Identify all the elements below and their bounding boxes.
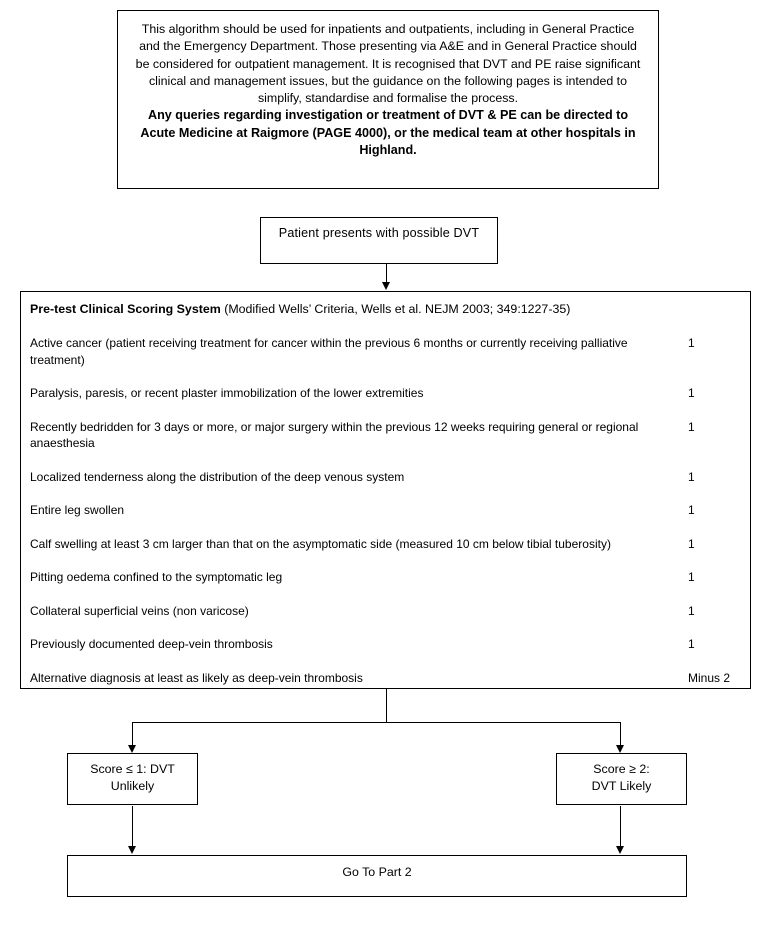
wells-score-header-citation: (Modified Wells’ Criteria, Wells et al. … (220, 302, 571, 316)
decision-right-line1: Score ≥ 2: (593, 762, 650, 776)
intro-paragraph-2: Any queries regarding investigation or t… (140, 108, 636, 158)
criteria-points: 1 (688, 469, 695, 484)
criteria-points: 1 (688, 503, 695, 517)
criteria-row: Pitting oedema confined to the symptomat… (21, 569, 750, 586)
criteria-label: Localized tenderness along the distribut… (30, 469, 405, 484)
criteria-row: Paralysis, paresis, or recent plaster im… (21, 385, 750, 402)
criteria-label: Collateral superficial veins (non varico… (30, 603, 249, 618)
decision-right-text: Score ≥ 2: DVT Likely (557, 754, 686, 795)
criteria-row: Alternative diagnosis at least as likely… (21, 670, 750, 687)
criteria-label: Active cancer (patient receiving treatme… (30, 336, 628, 367)
goto-part2-label: Go To Part 2 (342, 865, 412, 879)
connector-scoring-stem (386, 689, 387, 723)
criteria-label: Pitting oedema confined to the symptomat… (30, 570, 283, 584)
decision-box-dvt-unlikely: Score ≤ 1: DVT Unlikely (67, 753, 198, 805)
decision-left-line2: Unlikely (110, 779, 155, 793)
criteria-row: Entire leg swollen 1 (21, 502, 750, 519)
decision-box-dvt-likely: Score ≥ 2: DVT Likely (556, 753, 687, 805)
connector-split-horizontal (132, 722, 621, 723)
criteria-row: Calf swelling at least 3 cm larger than … (21, 536, 750, 553)
connector-left-to-goto (132, 806, 133, 847)
decision-left-line1: Score ≤ 1: DVT (90, 762, 175, 776)
criteria-points: 1 (688, 570, 695, 584)
connector-patient-to-scoring (386, 264, 387, 283)
criteria-row: Recently bedridden for 3 days or more, o… (21, 419, 750, 452)
arrowhead-left-into-goto (128, 846, 136, 854)
criteria-label: Alternative diagnosis at least as likely… (30, 670, 363, 685)
decision-right-line2: DVT Likely (591, 779, 652, 793)
criteria-label: Paralysis, paresis, or recent plaster im… (30, 386, 424, 400)
criteria-row: Active cancer (patient receiving treatme… (21, 335, 750, 368)
goto-part2-box[interactable]: Go To Part 2 (67, 855, 687, 897)
decision-left-text: Score ≤ 1: DVT Unlikely (68, 754, 197, 795)
criteria-points: 1 (688, 637, 695, 651)
arrowhead-into-scoring (382, 282, 390, 290)
patient-presents-label: Patient presents with possible DVT (278, 226, 480, 240)
wells-score-box: Pre-test Clinical Scoring System (Modifi… (20, 291, 751, 689)
arrowhead-into-left-decision (128, 745, 136, 753)
criteria-row: Localized tenderness along the distribut… (21, 469, 750, 486)
criteria-row: Previously documented deep-vein thrombos… (21, 636, 750, 653)
wells-score-header: Pre-test Clinical Scoring System (Modifi… (21, 301, 750, 317)
criteria-label: Previously documented deep-vein thrombos… (30, 637, 273, 651)
arrowhead-right-into-goto (616, 846, 624, 854)
connector-branch-left (132, 722, 133, 746)
criteria-row: Collateral superficial veins (non varico… (21, 603, 750, 620)
criteria-points: 1 (688, 419, 695, 434)
intro-note-box: This algorithm should be used for inpati… (117, 10, 659, 189)
criteria-points: 1 (688, 536, 695, 551)
criteria-label: Calf swelling at least 3 cm larger than … (30, 536, 611, 551)
intro-paragraph-1: This algorithm should be used for inpati… (135, 22, 641, 106)
criteria-points: 1 (688, 386, 695, 400)
arrowhead-into-right-decision (616, 745, 624, 753)
criteria-points: 1 (688, 336, 695, 350)
wells-score-header-bold: Pre-test Clinical Scoring System (30, 302, 221, 316)
criteria-points: Minus 2 (688, 670, 731, 685)
criteria-label: Recently bedridden for 3 days or more, o… (30, 419, 639, 451)
connector-branch-right (620, 722, 621, 746)
criteria-points: 1 (688, 603, 695, 618)
patient-presents-box: Patient presents with possible DVT (260, 217, 498, 264)
criteria-label: Entire leg swollen (30, 503, 125, 517)
connector-right-to-goto (620, 806, 621, 847)
